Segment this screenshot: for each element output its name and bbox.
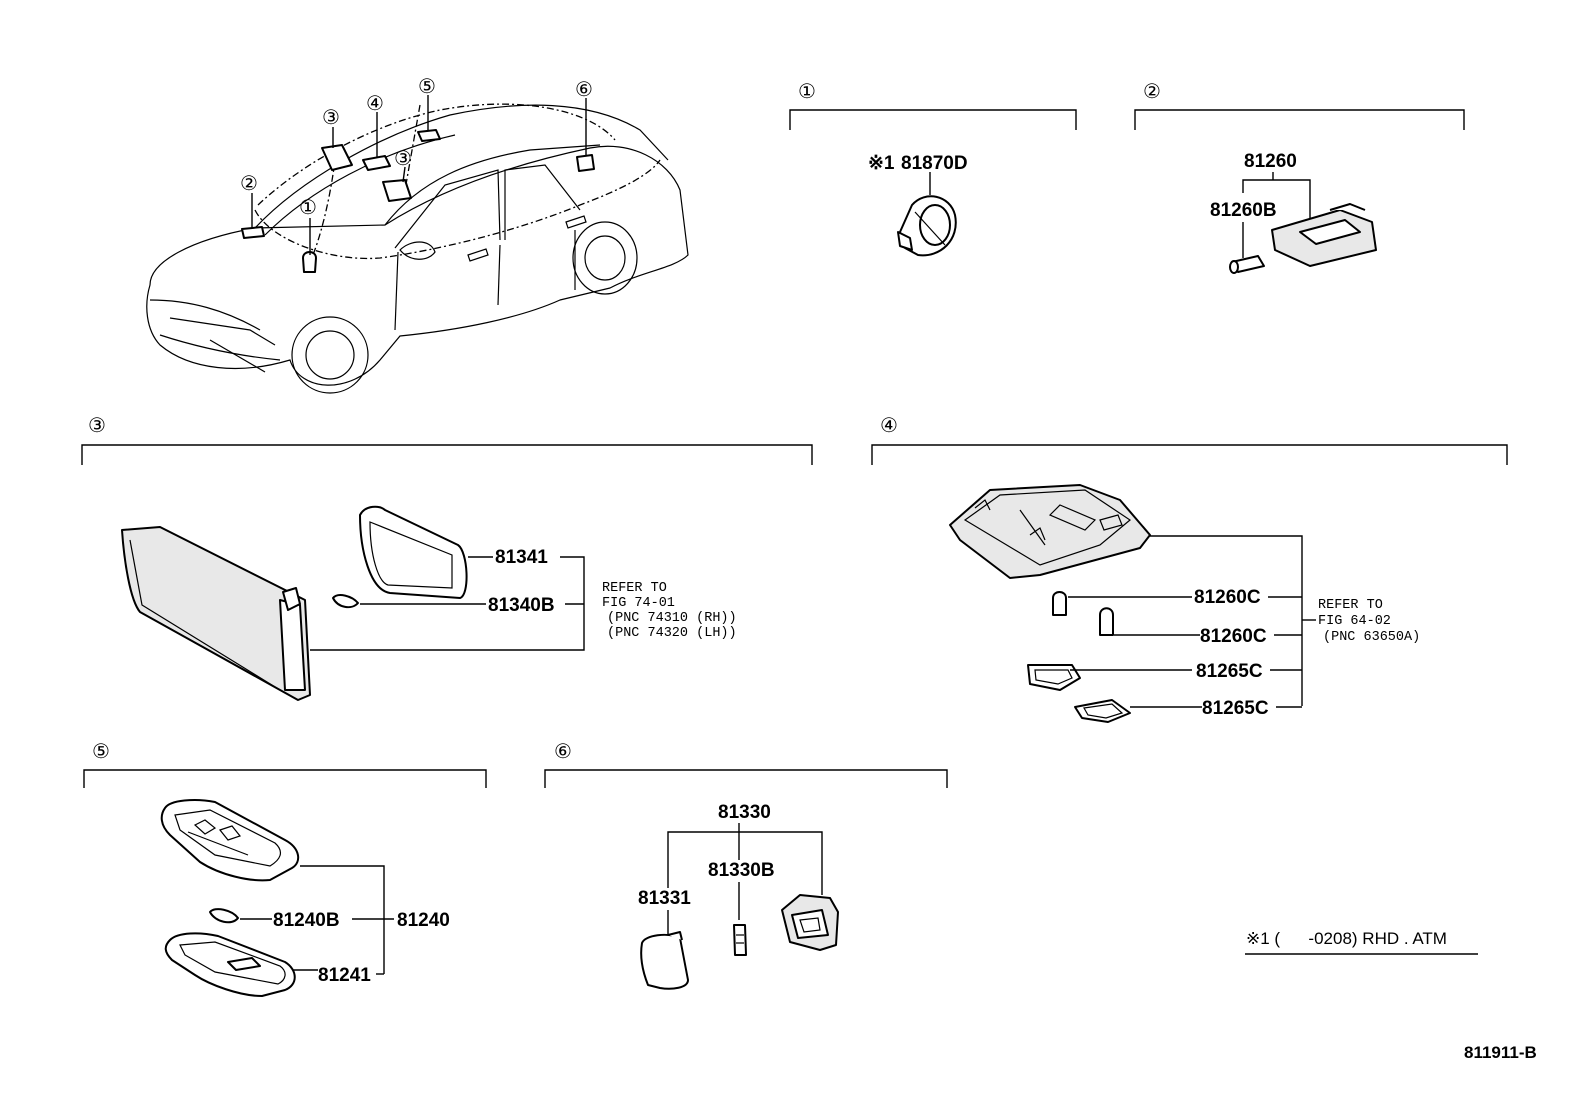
car-callout-3b: ③ <box>394 146 412 170</box>
car-callout-1: ① <box>299 195 317 219</box>
car-overview-illustration: ③ ④ ③ ⑤ ⑥ ② ① <box>146 74 689 394</box>
section-1: ① ※1 81870D <box>789 79 1077 257</box>
section-3-refer-line4: (PNC 74320 (LH)) <box>607 626 737 641</box>
part-81330-lamp-housing <box>781 894 839 951</box>
footnote-block: ※1 ( -0208) RHD . ATM <box>1245 929 1478 955</box>
car-callout-4: ④ <box>366 91 384 115</box>
part-81330B-bulb <box>733 924 747 956</box>
part-81241-lens <box>164 932 296 997</box>
part-label-81240: 81240 <box>397 910 450 931</box>
section-4: ④ 81260C 81260C 8 <box>871 413 1508 723</box>
car-callout-2: ② <box>240 171 258 195</box>
car-callout-3a: ③ <box>322 105 340 129</box>
part-81260-lamp <box>1271 203 1377 267</box>
car-callout-6: ⑥ <box>575 77 593 101</box>
part-81260B-bulb <box>1229 255 1265 274</box>
part-map-lamp-assembly <box>949 484 1151 579</box>
part-label-81341: 81341 <box>495 547 548 568</box>
part-81341-mirror-lens <box>359 505 468 599</box>
section-3-marker: ③ <box>88 413 106 437</box>
section-1-prefix: ※1 <box>868 153 895 174</box>
part-label-81330B: 81330B <box>708 860 775 881</box>
part-81240B-bulb <box>209 908 239 924</box>
part-label-81260C-a: 81260C <box>1194 587 1261 608</box>
section-1-marker: ① <box>798 79 816 103</box>
section-5: ⑤ 81240B 81240 81241 <box>83 739 487 997</box>
section-3-refer-line3: (PNC 74310 (RH)) <box>607 611 737 626</box>
section-6: ⑥ 81330 81330B 81331 <box>544 739 948 990</box>
part-label-81265C-a: 81265C <box>1196 661 1263 682</box>
section-3-refer-line1: REFER TO <box>602 581 667 596</box>
section-2-marker: ② <box>1143 79 1161 103</box>
section-2: ② 81260 81260B <box>1134 79 1465 274</box>
part-label-81260C-b: 81260C <box>1200 626 1267 647</box>
section-3: ③ 81341 81340B REFER TO FIG 74-01 (PNC 7… <box>81 413 813 701</box>
figure-code: 811911-B <box>1464 1043 1537 1062</box>
part-81265C-lens-b <box>1074 699 1131 723</box>
part-81870D-socket <box>897 195 957 257</box>
part-81340B-bulb <box>332 594 359 609</box>
section-4-marker: ④ <box>880 413 898 437</box>
part-label-81260B: 81260B <box>1210 200 1277 221</box>
section-6-marker: ⑥ <box>554 739 572 763</box>
part-label-81241: 81241 <box>318 965 371 986</box>
part-label-81260: 81260 <box>1244 151 1297 172</box>
part-label-81870D: 81870D <box>901 153 968 174</box>
part-label-81240B: 81240B <box>273 910 340 931</box>
section-4-refer-line1: REFER TO <box>1318 598 1383 613</box>
footnote-text: ※1 ( -0208) RHD . ATM <box>1246 929 1447 948</box>
section-4-refer-line2: FIG 64-02 <box>1318 614 1391 629</box>
section-5-marker: ⑤ <box>92 739 110 763</box>
part-label-81330: 81330 <box>718 802 771 823</box>
part-81260C-bulb-b <box>1099 607 1114 636</box>
part-81331-cover <box>640 931 689 990</box>
section-4-refer-line3: (PNC 63650A) <box>1323 630 1420 645</box>
part-81260C-bulb-a <box>1052 591 1067 616</box>
part-label-81331: 81331 <box>638 888 691 909</box>
part-label-81340B: 81340B <box>488 595 555 616</box>
part-81265C-lens-a <box>1027 664 1081 691</box>
part-sun-visor <box>121 526 311 701</box>
car-callout-5: ⑤ <box>418 74 436 98</box>
section-3-refer-line2: FIG 74-01 <box>602 596 675 611</box>
part-81240-lamp-housing <box>160 799 300 882</box>
part-label-81265C-b: 81265C <box>1202 698 1269 719</box>
